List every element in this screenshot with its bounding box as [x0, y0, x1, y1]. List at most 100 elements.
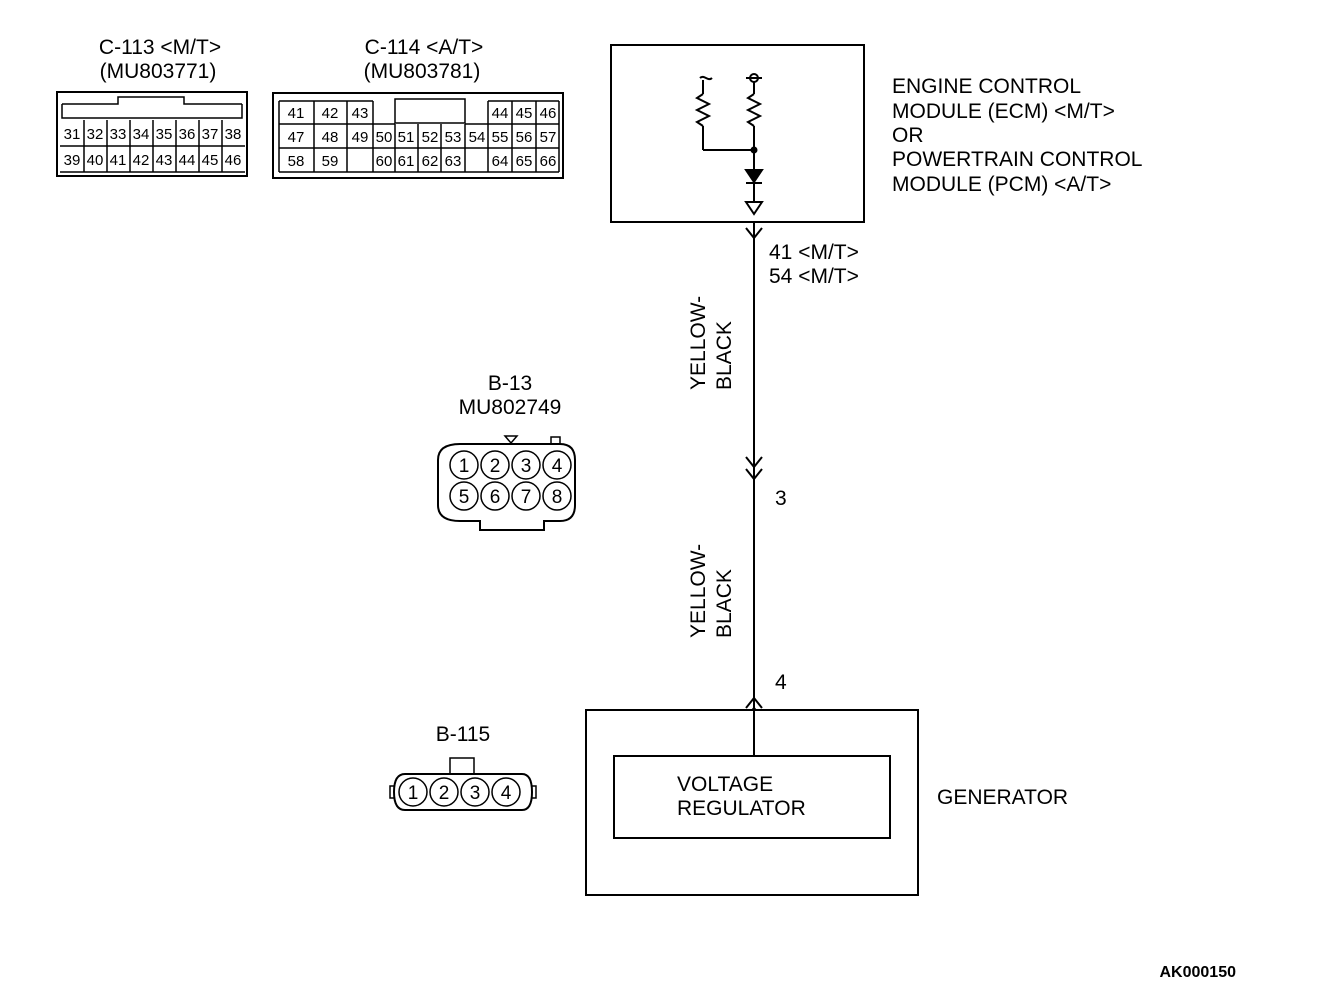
b13-pin: 3 [521, 456, 532, 477]
junction-pin: 3 [775, 487, 787, 510]
c113-pin: 38 [225, 126, 242, 143]
ecm-box [610, 44, 865, 223]
generator-pin: 4 [775, 671, 787, 694]
c114-pin: 59 [322, 153, 339, 170]
lower-wire-color-line2: BLACK [713, 569, 736, 638]
c113-pin: 46 [225, 152, 242, 169]
connector-b13: B-13 MU802749 1 2 3 4 5 6 7 8 [437, 372, 576, 531]
ecm-label-line: MODULE (ECM) <M/T> [892, 100, 1115, 123]
b13-pin: 5 [459, 487, 470, 508]
c113-latch [61, 96, 243, 119]
upper-wire-color-line1: YELLOW- [687, 296, 710, 390]
b115-pin: 1 [408, 783, 419, 804]
b115-title: B-115 [436, 723, 490, 746]
b13-pin-circles [449, 450, 572, 511]
c114-pin: 42 [322, 105, 339, 122]
generator: VOLTAGE REGULATOR GENERATOR [585, 709, 1068, 896]
c113-pin: 33 [110, 126, 127, 143]
c113-housing [56, 91, 248, 177]
c113-pin: 44 [179, 152, 196, 169]
c114-pin: 46 [540, 105, 557, 122]
c113-pin: 36 [179, 126, 196, 143]
c114-pin: 47 [288, 129, 305, 146]
b115-latch [449, 757, 475, 775]
c113-title: C-113 <M/T> [99, 36, 221, 59]
b13-pin: 1 [459, 456, 470, 477]
ecm-internal-circuit [694, 73, 764, 216]
c114-pin: 54 [469, 129, 486, 146]
b13-pin: 7 [521, 487, 532, 508]
c114-pin: 44 [492, 105, 509, 122]
ecm-terminal-1: 41 <M/T> [769, 241, 859, 264]
c114-grid [278, 100, 560, 173]
c114-pin: 43 [352, 105, 369, 122]
c114-title: C-114 <A/T> [365, 36, 484, 59]
b13-pin: 2 [490, 456, 501, 477]
c114-pin: 41 [288, 105, 305, 122]
ecm-label-line: ENGINE CONTROL [892, 75, 1081, 98]
b13-pin: 6 [490, 487, 501, 508]
c113-pin: 40 [87, 152, 104, 169]
junction-connector-symbol [745, 456, 763, 481]
c114-pin: 45 [516, 105, 533, 122]
figure-code: AK000150 [1160, 964, 1237, 981]
c114-pin: 49 [352, 129, 369, 146]
ecm-label-line: MODULE (PCM) <A/T> [892, 173, 1111, 196]
b13-latch [550, 436, 561, 445]
b13-pin: 4 [552, 456, 563, 477]
regulator-label-line1: VOLTAGE [677, 773, 773, 796]
c114-pin: 60 [376, 153, 393, 170]
c113-pin: 35 [156, 126, 173, 143]
c113-part-number: (MU803771) [100, 60, 217, 83]
c114-pin: 55 [492, 129, 509, 146]
c114-pin: 50 [376, 129, 393, 146]
regulator-label-line2: REGULATOR [677, 797, 806, 820]
c114-latch [394, 98, 466, 124]
voltage-regulator-box [613, 755, 891, 839]
ecm-label: ENGINE CONTROL MODULE (ECM) <M/T> OR POW… [892, 75, 1142, 196]
lower-wire-color: YELLOW- BLACK [687, 544, 736, 638]
c114-pin: 52 [422, 129, 439, 146]
upper-wire-color: YELLOW- BLACK [687, 296, 736, 390]
connector-c113: C-113 <M/T> (MU803771) 31 32 33 34 35 36… [56, 36, 248, 177]
b13-key [503, 435, 519, 445]
c114-pin: 62 [422, 153, 439, 170]
c114-pin: 58 [288, 153, 305, 170]
b115-pin: 4 [501, 783, 512, 804]
ecm-label-line: OR [892, 124, 924, 147]
b115-housing [392, 773, 534, 811]
b115-ears [389, 785, 537, 799]
b115-pin-circles [398, 777, 521, 807]
upper-wire-color-line2: BLACK [713, 321, 736, 390]
c113-pin: 32 [87, 126, 104, 143]
c113-pin: 42 [133, 152, 150, 169]
c113-pin: 34 [133, 126, 150, 143]
c113-pin: 43 [156, 152, 173, 169]
c114-pin: 64 [492, 153, 509, 170]
ecm-terminal-symbol [745, 227, 763, 240]
b13-part-number: MU802749 [459, 396, 562, 419]
ecm-module: ENGINE CONTROL MODULE (ECM) <M/T> OR POW… [610, 44, 1142, 223]
c114-part-number: (MU803781) [364, 60, 481, 83]
c113-pin: 37 [202, 126, 219, 143]
c114-pin: 63 [445, 153, 462, 170]
connector-b115: B-115 1 2 3 4 [389, 723, 537, 811]
lower-wire-color-line1: YELLOW- [687, 544, 710, 638]
b115-pin: 3 [470, 783, 481, 804]
c113-pin: 45 [202, 152, 219, 169]
b115-pin: 2 [439, 783, 450, 804]
c114-pin: 65 [516, 153, 533, 170]
c114-pin: 48 [322, 129, 339, 146]
ecm-label-line: POWERTRAIN CONTROL [892, 148, 1142, 171]
c114-pin: 66 [540, 153, 557, 170]
b13-title: B-13 [488, 372, 532, 395]
c113-pin: 41 [110, 152, 127, 169]
generator-label: GENERATOR [937, 786, 1068, 809]
c113-pin: 39 [64, 152, 81, 169]
c114-pin: 53 [445, 129, 462, 146]
c114-pin: 57 [540, 129, 557, 146]
c114-pin: 51 [398, 129, 415, 146]
c114-pin: 61 [398, 153, 415, 170]
